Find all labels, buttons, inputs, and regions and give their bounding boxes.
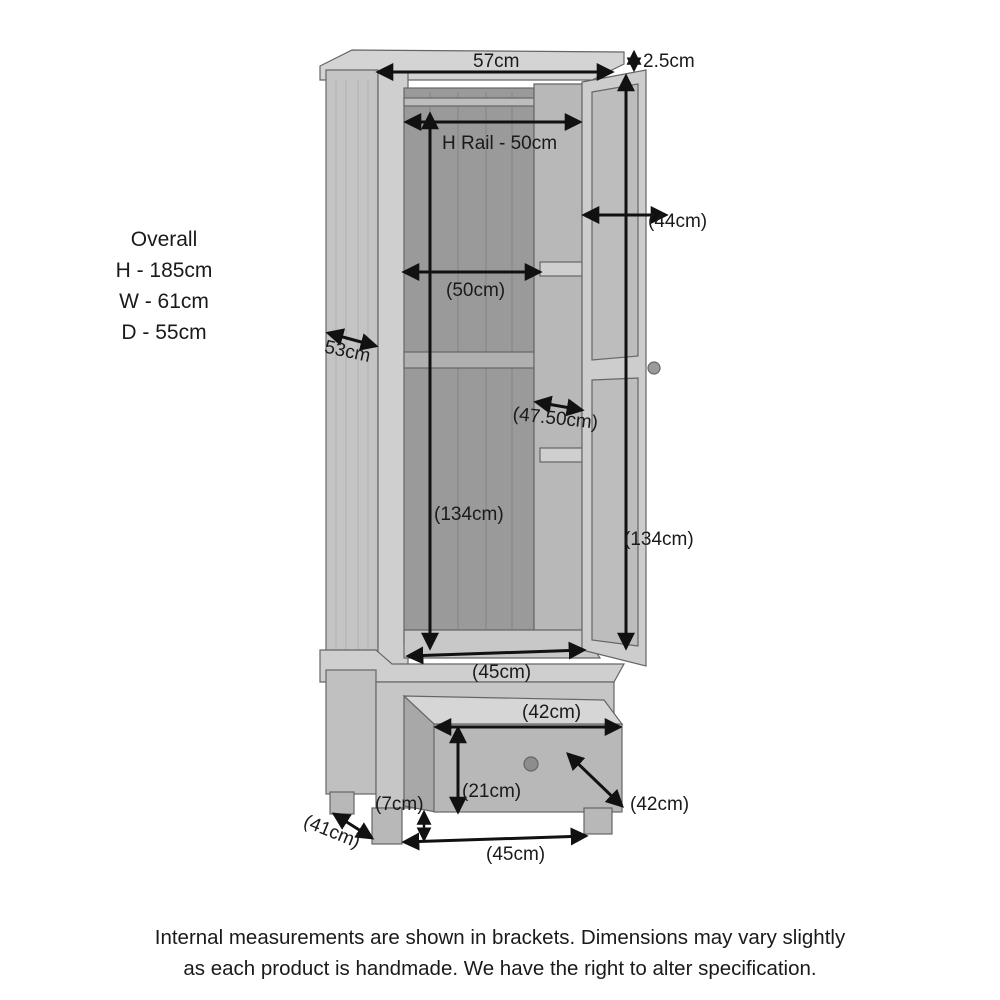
label-hanging-rail: H Rail - 50cm bbox=[442, 133, 557, 154]
label-base-width: (45cm) bbox=[486, 844, 545, 865]
footer-line-1: Internal measurements are shown in brack… bbox=[154, 926, 846, 949]
footer-line-2: as each product is handmade. We have the… bbox=[183, 957, 817, 980]
label-drawer-depth: (42cm) bbox=[630, 794, 689, 815]
label-door-depth: (44cm) bbox=[648, 211, 707, 232]
label-drawer-height: (21cm) bbox=[462, 781, 521, 802]
label-base-depth: (41cm) bbox=[300, 811, 363, 853]
leg bbox=[583, 807, 613, 835]
base-side bbox=[325, 669, 377, 795]
door-knob bbox=[647, 361, 661, 375]
label-top-width: 57cm bbox=[473, 51, 519, 72]
overall-depth: D - 55cm bbox=[121, 321, 207, 344]
dimension-labels: 57cm 2.5cm H Rail - 50cm (44cm) (50cm) 5… bbox=[300, 51, 707, 865]
label-door-height: (134cm) bbox=[624, 529, 694, 550]
side-panel bbox=[325, 69, 379, 673]
overall-heading: Overall bbox=[130, 228, 198, 251]
dimension-arrows bbox=[325, 49, 669, 851]
label-internal-height: (134cm) bbox=[434, 504, 504, 525]
label-cornice: 2.5cm bbox=[643, 51, 695, 72]
interior-shelf-rail bbox=[403, 351, 535, 369]
overall-width: W - 61cm bbox=[119, 290, 209, 313]
drawer-top bbox=[402, 695, 624, 725]
overall-dimensions: Overall H - 185cm W - 61cm D - 55cm bbox=[84, 224, 244, 348]
drawer-knob bbox=[523, 756, 539, 772]
interior-side bbox=[533, 83, 583, 649]
label-base-internal-width: (45cm) bbox=[472, 662, 531, 683]
leg bbox=[329, 791, 355, 815]
overall-height: H - 185cm bbox=[115, 259, 213, 282]
wardrobe-illustration bbox=[319, 49, 661, 845]
footer-note: Internal measurements are shown in brack… bbox=[40, 922, 960, 984]
label-foot-height: (7cm) bbox=[375, 794, 424, 815]
base-top bbox=[319, 649, 626, 683]
label-internal-width: (50cm) bbox=[446, 280, 505, 301]
label-drawer-width: (42cm) bbox=[522, 702, 581, 723]
